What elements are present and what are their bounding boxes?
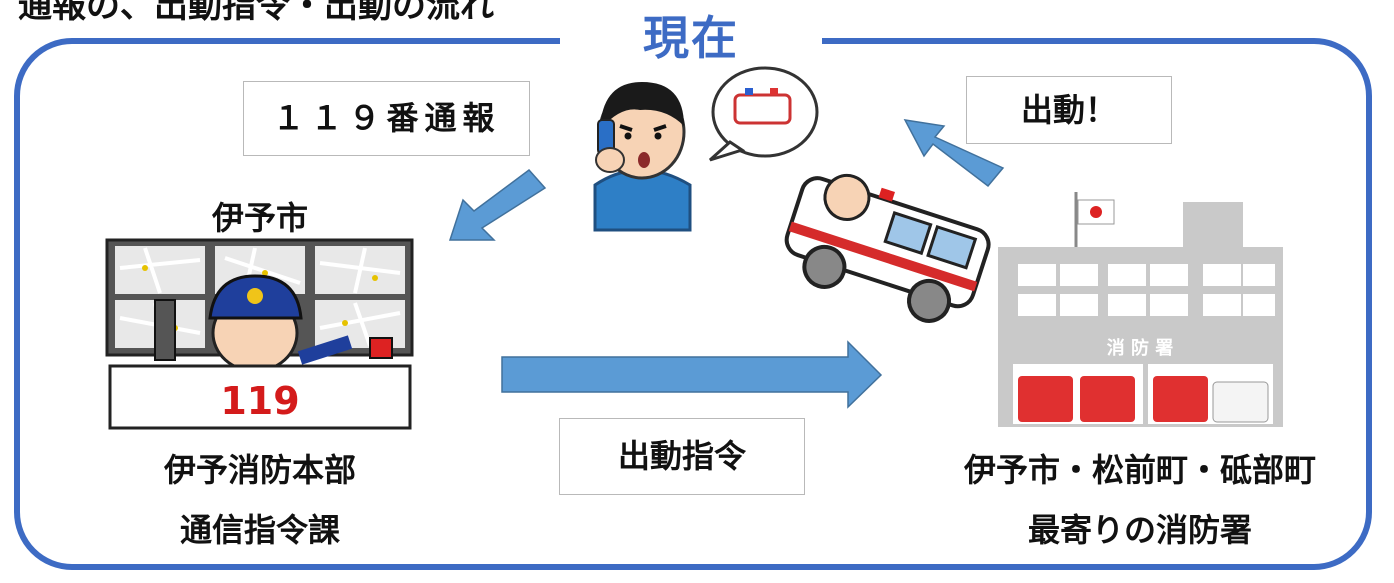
desk-number: 119 [220,379,299,423]
cut-off-caption: 通報の、出動指令・出動の流れ [18,0,494,26]
fire-truck [1018,376,1073,422]
dispatch-center-illustration: 119 [105,238,414,430]
bubble-ambulance-icon [733,93,792,125]
ambulance-illustration [784,173,991,323]
station-name-line2: 最寄りの消防署 [1027,511,1252,549]
fire-truck [1153,376,1208,422]
hq-name-line1: 伊予消防本部 [163,451,356,489]
station-sign: 消 防 署 [1107,337,1174,359]
caller-illustration [593,66,819,232]
dispatch-order-box: 出動指令 [559,418,805,495]
call-119-label: １１９番通報 [272,99,501,137]
dispatch-label: 出動！ [1020,91,1117,129]
dispatch-order-label: 出動指令 [617,437,746,475]
dispatch-box: 出動！ [966,76,1172,144]
hair [600,82,684,130]
call-119-box: １１９番通報 [243,81,530,156]
diagram-title: 現在 [643,11,739,65]
city-label: 伊予市 [211,199,308,237]
alarm-light-icon [369,337,393,359]
hq-name-line2: 通信指令課 [179,511,340,549]
frame-gap [560,30,822,50]
ambulance-parked [1212,381,1269,423]
fire-station-illustration: 消 防 署 [998,192,1283,427]
fire-truck [1080,376,1135,422]
desk [108,364,412,430]
operator-arm [297,335,353,365]
station-name-line1: 伊予市・松前町・砥部町 [963,451,1316,489]
